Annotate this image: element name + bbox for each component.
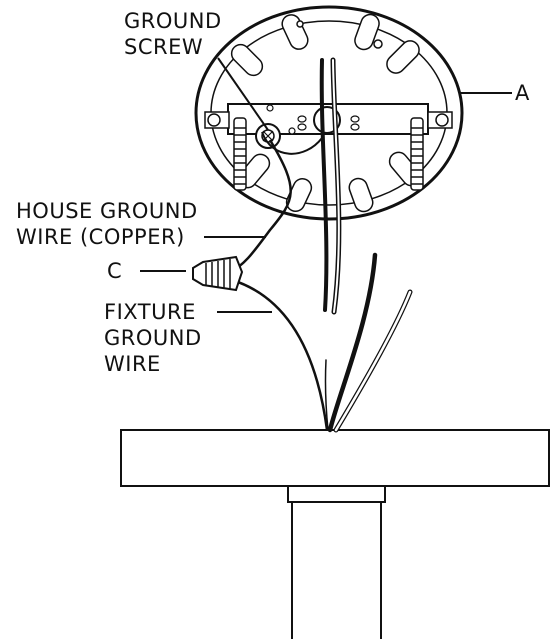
label-c: C bbox=[107, 259, 122, 283]
label-ground-screw-line1: GROUND bbox=[124, 9, 222, 33]
ground-screw bbox=[255, 123, 281, 149]
label-a: A bbox=[515, 81, 530, 105]
wire-nut-connector bbox=[192, 255, 244, 292]
label-fixture-ground-line1: FIXTURE bbox=[104, 300, 196, 324]
mounting-screw-right bbox=[410, 117, 424, 191]
mounting-plate bbox=[194, 5, 464, 221]
label-fixture-ground-line2: GROUND bbox=[104, 326, 202, 350]
fixture-ground-wire bbox=[231, 278, 329, 431]
ground-wire-to-plate bbox=[261, 131, 323, 155]
label-fixture-ground-line3: WIRE bbox=[104, 352, 161, 376]
supply-wires bbox=[319, 57, 413, 433]
label-house-ground-line1: HOUSE GROUND bbox=[16, 199, 198, 223]
fixture-canopy bbox=[120, 429, 550, 639]
label-ground-screw-line2: SCREW bbox=[124, 35, 203, 59]
leader-lines bbox=[140, 57, 512, 313]
mounting-screw-left bbox=[233, 117, 247, 191]
label-house-ground-line2: WIRE (COPPER) bbox=[16, 225, 185, 249]
house-ground-wire bbox=[229, 139, 292, 274]
